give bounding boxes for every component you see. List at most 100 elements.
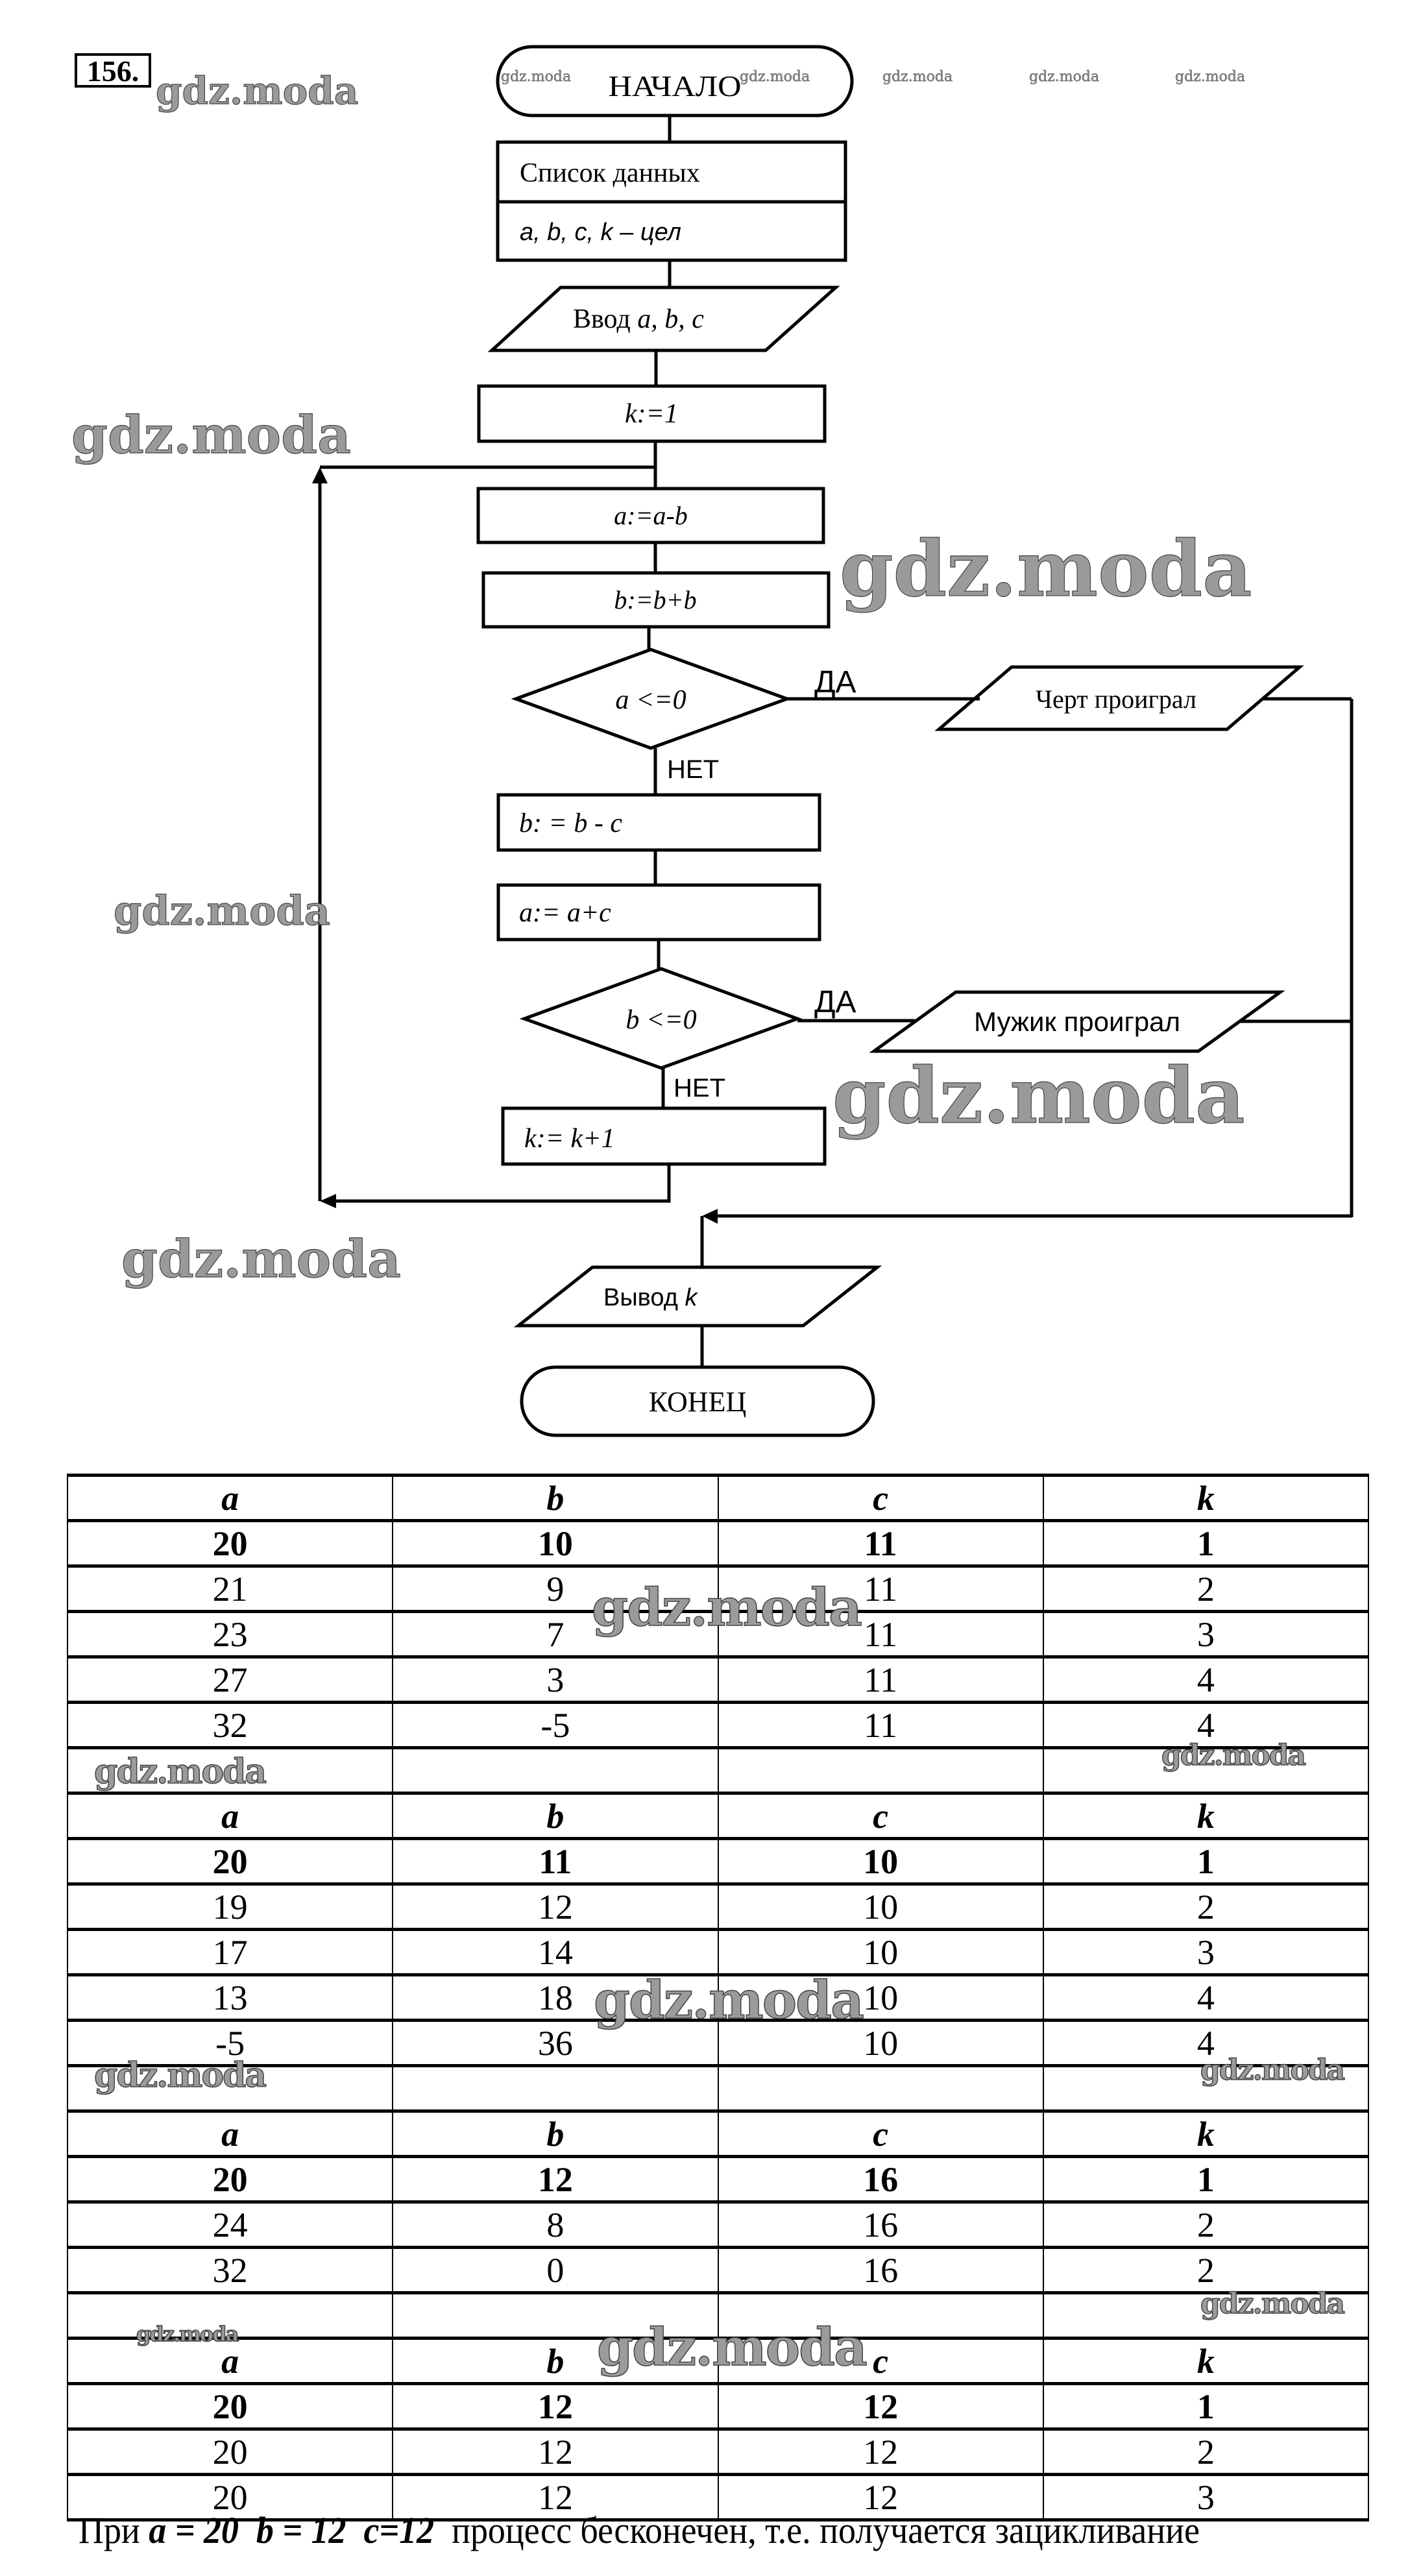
watermark: gdz.moda (501, 69, 571, 85)
table-cell: 12 (392, 2427, 719, 2476)
table-cell: 3 (1042, 1610, 1370, 1659)
empty-cell (66, 2064, 394, 2113)
column-header: c (717, 1474, 1044, 1522)
empty-cell (392, 2064, 719, 2113)
conclusion-suffix: процесс бесконечен, т.е. получается заци… (452, 2509, 1200, 2551)
empty-cell (717, 2064, 1044, 2113)
table-cell: 11 (717, 1701, 1044, 1749)
end-label: КОНЕЦ (649, 1386, 746, 1418)
conclusion-text: При a = 20 b = 12 c=12 процесс бесконече… (79, 2509, 1200, 2552)
empty-cell (392, 1746, 719, 1795)
table-cell: 10 (717, 2019, 1044, 2067)
yes-label: ДА (814, 665, 856, 699)
table-cell: 16 (717, 2246, 1044, 2294)
input-vars: a, b, c (637, 304, 704, 334)
column-header: b (392, 1474, 719, 1522)
init-k-block (477, 384, 827, 443)
watermark: gdz.moda (1161, 1738, 1307, 1773)
column-header: a (66, 1474, 394, 1522)
table-separator-row (66, 1746, 1370, 1795)
table-cell: 11 (717, 1519, 1044, 1568)
condition-a-diamond (511, 648, 792, 750)
b-plus-b-block (481, 571, 831, 629)
table-cell: 11 (717, 1564, 1044, 1613)
watermark: gdz.moda (1175, 69, 1245, 85)
watermark: gdz.moda (832, 1051, 1245, 1141)
table-cell: 20 (66, 2473, 394, 2521)
input-label-word: Ввод (573, 304, 631, 334)
conclusion-b: b = 12 (256, 2509, 346, 2551)
empty-cell (66, 2291, 394, 2340)
watermark: gdz.moda (71, 404, 351, 465)
table-cell: 9 (392, 1564, 719, 1613)
table-cell: 32 (66, 1701, 394, 1749)
devil-lost-label: Черт проиграл (1036, 685, 1196, 714)
table-cell: 2 (1042, 1882, 1370, 1931)
loop-back-line (331, 1164, 671, 1203)
table-cell: 16 (717, 2200, 1044, 2249)
table-cell: 1 (1042, 2382, 1370, 2431)
exit-arrow-left-icon (702, 1209, 718, 1224)
table-cell: 14 (392, 1928, 719, 1976)
watermark: gdz.moda (114, 887, 330, 934)
table-cell: 7 (392, 1610, 719, 1659)
init-k-label: k:=1 (625, 399, 678, 429)
no-label: НЕТ (667, 755, 719, 784)
column-header: k (1042, 1474, 1370, 1522)
table-cell: 17 (66, 1928, 394, 1976)
loop-arrow-left-icon (320, 1194, 336, 1208)
table-cell: 20 (66, 2382, 394, 2431)
empty-cell (717, 1746, 1044, 1795)
start-label: НАЧАЛО (609, 69, 742, 103)
input-label: Ввод a, b, c (573, 304, 704, 334)
table-cell: 20 (66, 1519, 394, 1568)
table-cell: 21 (66, 1564, 394, 1613)
table-cell: 3 (1042, 2473, 1370, 2521)
table-cell: 20 (66, 2427, 394, 2476)
start-terminal (496, 45, 854, 117)
empty-cell (717, 2291, 1044, 2340)
table-cell: 1 (1042, 1837, 1370, 1886)
empty-cell (1042, 1746, 1370, 1795)
no-label: НЕТ (674, 1074, 725, 1102)
watermark: gdz.moda (740, 69, 810, 85)
column-header: b (392, 1792, 719, 1840)
watermark: gdz.moda (1029, 69, 1099, 85)
a-minus-b-label: a:=a-b (614, 501, 688, 530)
table-cell: 11 (717, 1610, 1044, 1659)
column-header: k (1042, 1792, 1370, 1840)
table-cell: 12 (392, 1882, 719, 1931)
table-cell: 27 (66, 1655, 394, 1704)
table-cell: 4 (1042, 1973, 1370, 2022)
watermark: gdz.moda (591, 1576, 862, 1638)
table-cell: -5 (392, 1701, 719, 1749)
input-block (487, 286, 840, 352)
table-cell: 2 (1042, 2427, 1370, 2476)
table-cell: 1 (1042, 2155, 1370, 2204)
output-label: Вывод k (603, 1284, 698, 1311)
table-cell: 10 (717, 1837, 1044, 1886)
column-header: a (66, 1792, 394, 1840)
table-cell: 13 (66, 1973, 394, 2022)
condition-b-label: b <=0 (625, 1005, 696, 1035)
b-plus-b-label: b:=b+b (614, 585, 696, 614)
table-cell: 12 (717, 2382, 1044, 2431)
conclusion-c: c=12 (363, 2509, 435, 2551)
b-minus-c-label: b: = b - c (519, 808, 622, 838)
k-increment-label: k:= k+1 (524, 1124, 614, 1154)
table-cell: 12 (392, 2155, 719, 2204)
column-header: k (1042, 2109, 1370, 2158)
column-header: b (392, 2109, 719, 2158)
data-list-title: Список данных (520, 158, 700, 188)
watermark: gdz.moda (93, 2055, 267, 2096)
column-header: b (392, 2337, 719, 2385)
table-cell: 32 (66, 2246, 394, 2294)
table-cell: 18 (392, 1973, 719, 2022)
